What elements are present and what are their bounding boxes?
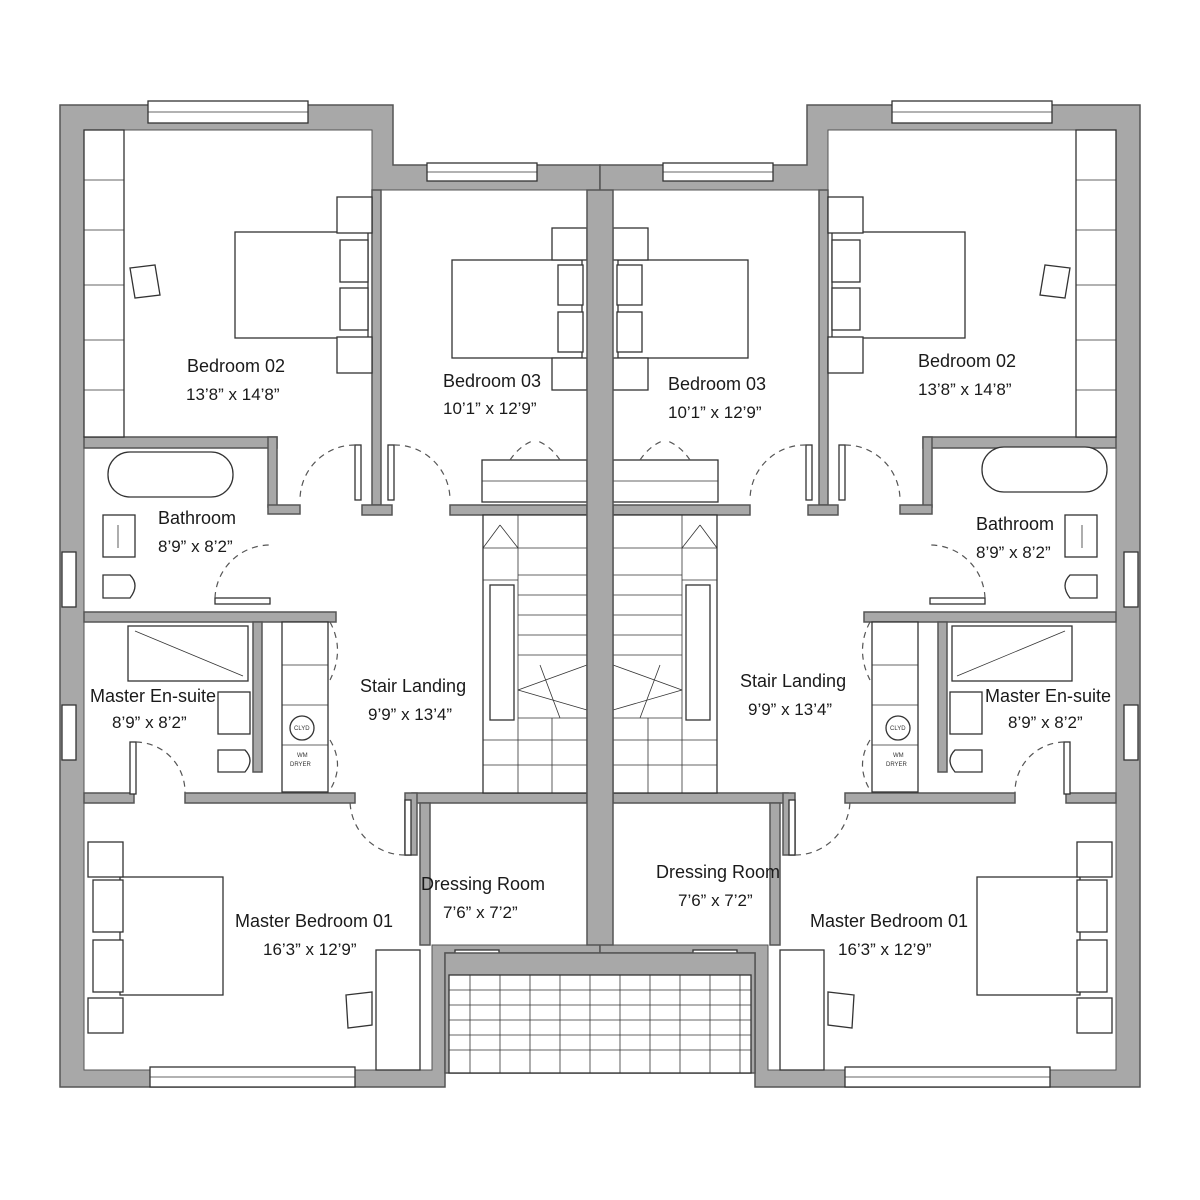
left-wall-bath-right: [267, 436, 278, 508]
left-bed-02: [234, 196, 373, 374]
right-bathroom-fixtures: [981, 446, 1108, 599]
right-bed-03: [612, 227, 749, 391]
right-washer-label: WM: [893, 753, 904, 759]
left-wall-bed3-bottom2: [449, 504, 588, 516]
left-bedroom-03-name: Bedroom 03: [443, 371, 541, 391]
left-master-bed: [87, 841, 224, 1034]
left-bathroom-fixtures: [102, 451, 234, 599]
left-bathroom-name: Bathroom: [158, 508, 236, 528]
right-cupboard-label: CLYD: [890, 726, 906, 732]
right-unit: CLYD WM DRYER: [599, 100, 1141, 1088]
right-ensuite-dims: 8’9” x 8’2”: [1008, 713, 1083, 732]
left-stair: [482, 514, 588, 794]
left-master-dims: 16’3” x 12’9”: [263, 940, 357, 959]
right-bathroom-name: Bathroom: [976, 514, 1054, 534]
left-bedroom-02-name: Bedroom 02: [187, 356, 285, 376]
left-dryer-label: DRYER: [290, 762, 312, 768]
right-wall-bath-left: [922, 436, 933, 508]
left-bedroom-02-dims: 13’8” x 14’8”: [186, 385, 280, 404]
left-bed-03: [451, 227, 588, 391]
left-wall-bed3-bottom: [361, 504, 393, 516]
right-ensuite-name: Master En-suite: [985, 686, 1111, 706]
right-wall-ensuite-bottom2: [844, 792, 1016, 804]
left-doors: [129, 444, 451, 856]
right-stair: [612, 514, 718, 794]
right-bedroom-02-dims: 13’8” x 14’8”: [918, 380, 1012, 399]
left-unit: CLYD WM DRYER: [59, 100, 601, 1088]
left-wall-ensuite-bottom2: [184, 792, 356, 804]
right-ensuite-fixtures: [949, 625, 1073, 773]
right-bathroom-dims: 8’9” x 8’2”: [976, 543, 1051, 562]
right-landing-name: Stair Landing: [740, 671, 846, 691]
right-wall-bed3-bottom2: [612, 504, 751, 516]
right-wall-bed2-left: [818, 189, 829, 506]
left-ensuite-name: Master En-suite: [90, 686, 216, 706]
party-wall: [586, 189, 614, 946]
right-dryer-label: DRYER: [886, 762, 908, 768]
right-master-dims: 16’3” x 12’9”: [838, 940, 932, 959]
left-dressing-dims: 7’6” x 7’2”: [443, 903, 518, 922]
right-master-desk: [779, 949, 855, 1071]
right-wall-bath-ensuite: [863, 611, 1117, 623]
right-wall-bed3-bottom: [807, 504, 839, 516]
right-dressing-name: Dressing Room: [656, 862, 780, 882]
left-landing-dims: 9’9” x 13’4”: [368, 705, 452, 724]
right-bed-02: [827, 196, 966, 374]
left-washer-label: WM: [297, 753, 308, 759]
right-wall-ensuite-left: [937, 621, 948, 773]
right-dressing-dims: 7’6” x 7’2”: [678, 891, 753, 910]
right-windows: [662, 100, 1139, 1088]
right-wall-bath-stub: [899, 504, 933, 515]
right-bedroom-03-dims: 10’1” x 12’9”: [668, 403, 762, 422]
left-wall-bed2-bath: [83, 436, 278, 449]
left-cupboard-label: CLYD: [294, 726, 310, 732]
left-wall-ensuite-right: [252, 621, 263, 773]
right-wall-ensuite-bottom: [1065, 792, 1117, 804]
left-wardrobe-bed2: [83, 129, 161, 438]
right-master-name: Master Bedroom 01: [810, 911, 968, 931]
right-master-bed: [976, 841, 1113, 1034]
right-landing-dims: 9’9” x 13’4”: [748, 700, 832, 719]
left-bathroom-dims: 8’9” x 8’2”: [158, 537, 233, 556]
left-wall-bath-ensuite: [83, 611, 337, 623]
left-ensuite-fixtures: [127, 625, 251, 773]
left-wall-ensuite-bottom: [83, 792, 135, 804]
right-bedroom-03-name: Bedroom 03: [668, 374, 766, 394]
right-doors: [749, 444, 1071, 856]
left-utility-cupboard: CLYD WM DRYER: [281, 621, 329, 793]
left-wall-bed2-right: [371, 189, 382, 506]
right-wall-dress-top: [612, 792, 789, 804]
left-master-desk: [345, 949, 421, 1071]
left-wall-dress-top: [411, 792, 588, 804]
central-porch: [444, 952, 756, 1074]
left-bedroom-03-dims: 10’1” x 12’9”: [443, 399, 537, 418]
right-utility-cupboard: CLYD WM DRYER: [871, 621, 919, 793]
left-landing-name: Stair Landing: [360, 676, 466, 696]
right-bedroom-02-name: Bedroom 02: [918, 351, 1016, 371]
right-wardrobe-bed2: [1039, 129, 1117, 438]
left-wall-dress-left: [419, 802, 431, 946]
right-wall-dress-right: [769, 802, 781, 946]
left-ensuite-dims: 8’9” x 8’2”: [112, 713, 187, 732]
left-wall-bath-stub: [267, 504, 301, 515]
left-master-name: Master Bedroom 01: [235, 911, 393, 931]
left-dressing-name: Dressing Room: [421, 874, 545, 894]
